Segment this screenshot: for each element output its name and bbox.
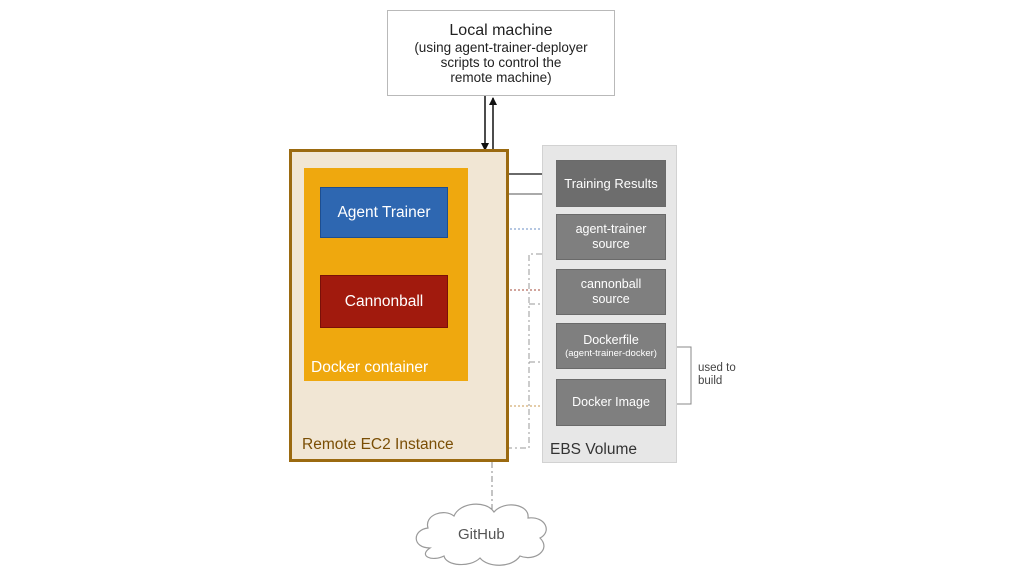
local-machine-box: Local machine (using agent-trainer-deplo…	[387, 10, 615, 96]
cannonball-source-line-2: source	[592, 292, 630, 306]
dockerfile-title: Dockerfile	[583, 332, 639, 347]
github-line-to-ebs	[492, 250, 554, 449]
training-results-box: Training Results	[556, 160, 666, 207]
ebs-volume-label: EBS Volume	[550, 441, 638, 458]
agent-trainer-source-line-2: source	[592, 237, 630, 251]
local-machine-title: Local machine	[449, 21, 553, 39]
agent-trainer-source-line-1: agent-trainer	[575, 222, 647, 236]
used-to-build-line-2: build	[698, 375, 723, 387]
local-machine-line-1: (using agent-trainer-deployer	[414, 39, 588, 55]
docker-image-box: Docker Image	[556, 379, 666, 426]
local-machine-line-3: remote machine)	[450, 69, 552, 85]
dockerfile-subtitle: (agent-trainer-docker)	[565, 347, 657, 359]
cannonball-label: Cannonball	[344, 292, 424, 310]
github-label: GitHub	[458, 526, 505, 543]
agent-trainer-label: Agent Trainer	[337, 203, 431, 221]
dockerfile-box: Dockerfile (agent-trainer-docker)	[556, 323, 666, 369]
agent-trainer-box: Agent Trainer	[320, 187, 448, 238]
docker-container-label: Docker container	[311, 359, 429, 376]
cannonball-source-line-1: cannonball	[580, 277, 642, 291]
agent-trainer-source-box: agent-trainer source	[556, 214, 666, 260]
cannonball-box: Cannonball	[320, 275, 448, 328]
github-cloud-icon	[415, 503, 547, 566]
docker-image-label: Docker Image	[572, 395, 650, 409]
local-machine-line-2: scripts to control the	[440, 54, 562, 70]
used-to-build-label: used to build	[698, 362, 736, 388]
remote-ec2-label: Remote EC2 Instance	[302, 436, 454, 453]
used-to-build-line-1: used to	[698, 362, 736, 374]
cannonball-source-box: cannonball source	[556, 269, 666, 315]
training-results-label: Training Results	[564, 176, 658, 191]
used-to-build-line	[667, 346, 692, 408]
